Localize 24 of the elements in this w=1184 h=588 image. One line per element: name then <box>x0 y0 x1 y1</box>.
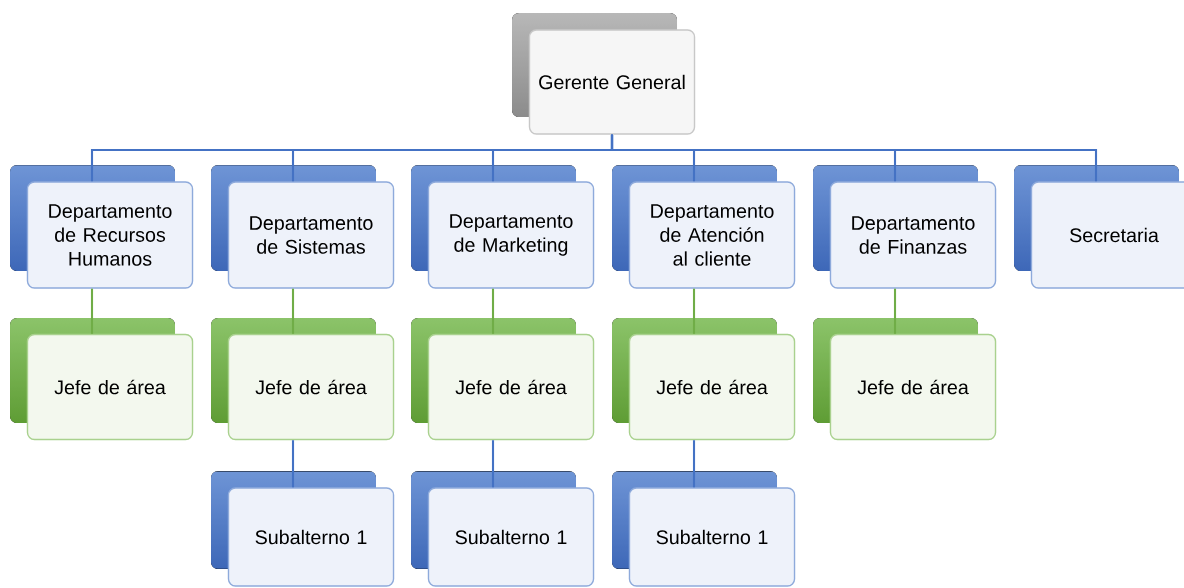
org-box: Gerente General <box>512 13 696 135</box>
org-box: Secretaria <box>1014 165 1184 289</box>
connector-line <box>291 440 295 488</box>
org-box: Departamento de Atención al cliente <box>612 165 796 289</box>
org-box: Departamento de Recursos Humanos <box>10 165 194 289</box>
org-box: Jefe de área <box>211 318 395 441</box>
org-box: Departamento de Sistemas <box>211 165 395 289</box>
connector-line <box>491 288 495 334</box>
org-box: Jefe de área <box>813 318 997 441</box>
connector-line <box>291 288 295 334</box>
connector-line <box>893 288 897 334</box>
org-box: Jefe de área <box>10 318 194 441</box>
org-box: Departamento de Finanzas <box>813 165 997 289</box>
org-box: Subalterno 1 <box>612 471 796 587</box>
connector-line <box>692 440 696 488</box>
org-box: Jefe de área <box>612 318 796 441</box>
org-box: Subalterno 1 <box>411 471 595 587</box>
org-box: Jefe de área <box>411 318 595 441</box>
connector-line <box>90 288 94 334</box>
connector-line <box>610 134 1098 182</box>
org-box: Subalterno 1 <box>211 471 395 587</box>
connector-line <box>692 288 696 334</box>
connector-line <box>491 440 495 488</box>
org-box: Departamento de Marketing <box>411 165 595 289</box>
